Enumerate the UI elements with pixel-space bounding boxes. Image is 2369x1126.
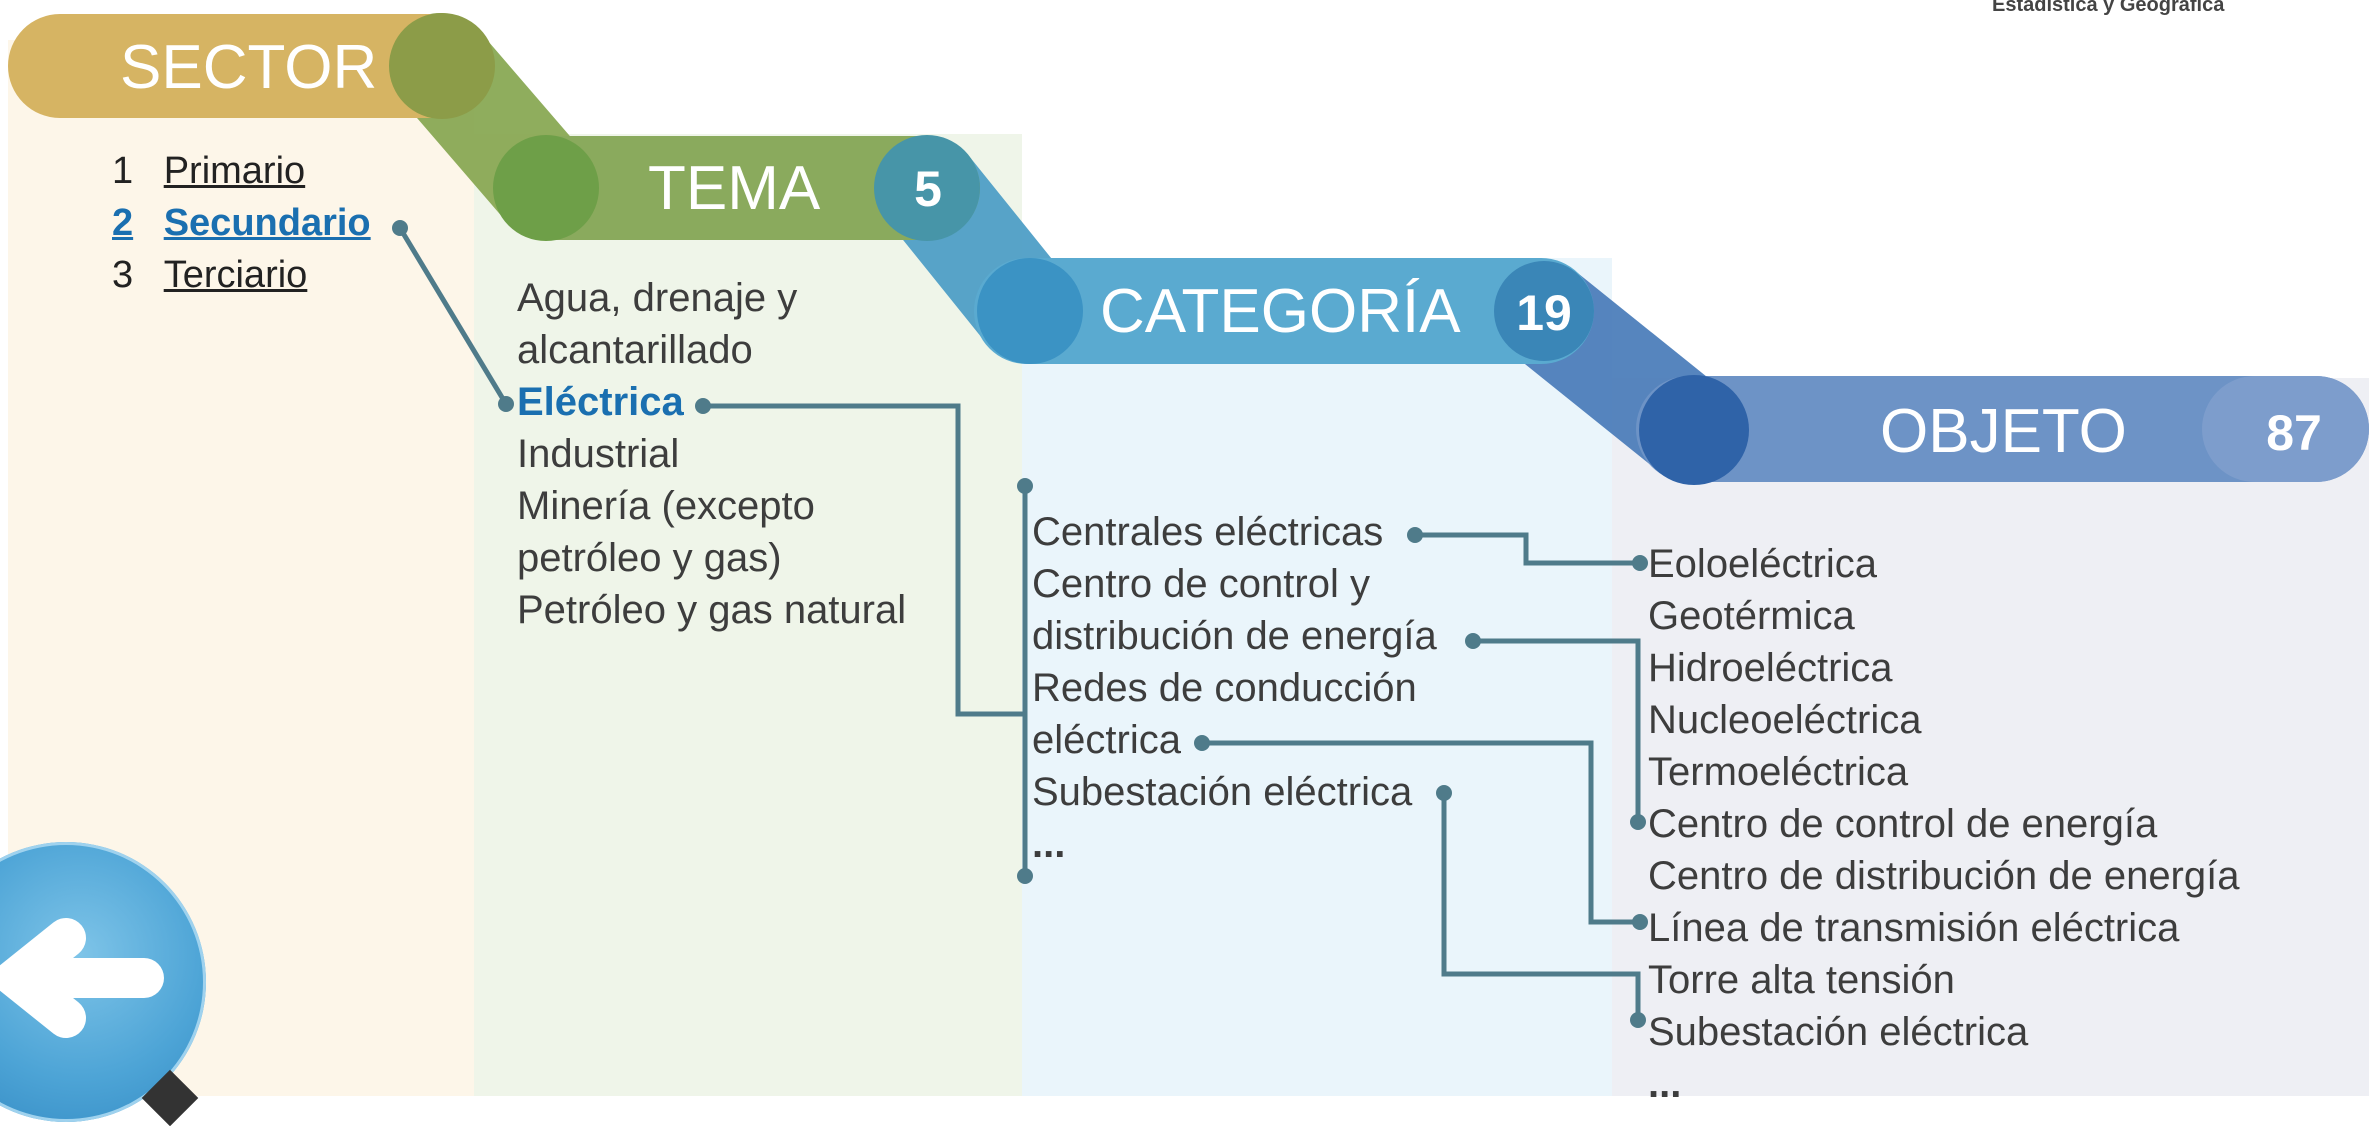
sector-item-num: 1 xyxy=(112,150,134,192)
categoria-item-more[interactable]: ... xyxy=(1032,822,1066,866)
categoria-list: Centrales eléctricas Centro de control y… xyxy=(1032,506,1437,870)
tema-item[interactable]: Industrial xyxy=(517,432,680,476)
objeto-header-label: OBJETO xyxy=(1880,397,2127,466)
objeto-item[interactable]: Eoloeléctrica xyxy=(1648,542,1878,586)
sector-header-label: SECTOR xyxy=(120,33,378,102)
categoria-item[interactable]: Centrales eléctricas xyxy=(1032,510,1384,554)
tema-item-selected[interactable]: Eléctrica xyxy=(517,380,684,424)
sector-item-label[interactable]: Secundario xyxy=(163,202,371,244)
categoria-count-badge: 19 xyxy=(1516,285,1572,341)
sector-item-num: 2 xyxy=(112,202,134,244)
tema-item[interactable]: Minería (excepto xyxy=(517,484,815,528)
tema-item[interactable]: petróleo y gas) xyxy=(517,536,782,580)
tema-item[interactable]: Agua, drenaje y xyxy=(517,276,798,320)
categoria-header-label: CATEGORÍA xyxy=(1100,277,1461,346)
objeto-list: Eoloeléctrica Geotérmica Hidroeléctrica … xyxy=(1648,538,2239,1110)
categoria-item[interactable]: Subestación eléctrica xyxy=(1032,770,1413,814)
categoria-item[interactable]: Redes de conducción xyxy=(1032,666,1417,710)
tema-list: Agua, drenaje y alcantarillado Eléctrica… xyxy=(517,272,906,636)
tema-item[interactable]: Petróleo y gas natural xyxy=(517,588,907,632)
objeto-item[interactable]: Hidroeléctrica xyxy=(1648,646,1893,690)
tema-count-badge: 5 xyxy=(914,161,942,217)
objeto-item[interactable]: Torre alta tensión xyxy=(1648,958,1955,1002)
objeto-item[interactable]: Centro de control de energía xyxy=(1648,802,2158,846)
tema-item[interactable]: alcantarillado xyxy=(517,328,753,372)
sector-item-num: 3 xyxy=(112,254,134,296)
arrow-left-icon xyxy=(0,918,164,1038)
objeto-item[interactable]: Nucleoeléctrica xyxy=(1648,698,1922,742)
sector-item-2[interactable]: 2 Secundario xyxy=(112,202,371,245)
objeto-item[interactable]: Centro de distribución de energía xyxy=(1648,854,2240,898)
tema-header-label: TEMA xyxy=(648,154,821,223)
sector-item-1[interactable]: 1 Primario xyxy=(112,150,305,193)
objeto-column-bg xyxy=(1612,378,2369,1096)
objeto-item[interactable]: Geotérmica xyxy=(1648,594,1855,638)
org-name: Estadística y Geográfica xyxy=(1992,0,2225,16)
categoria-item[interactable]: Centro de control y xyxy=(1032,562,1370,606)
sector-item-label[interactable]: Primario xyxy=(163,150,306,192)
sector-item-label[interactable]: Terciario xyxy=(163,254,308,296)
objeto-item[interactable]: Subestación eléctrica xyxy=(1648,1010,2029,1054)
objeto-item-more[interactable]: ... xyxy=(1648,1062,1682,1106)
objeto-item[interactable]: Termoeléctrica xyxy=(1648,750,1909,794)
sector-item-3[interactable]: 3 Terciario xyxy=(112,254,307,297)
categoria-item[interactable]: eléctrica xyxy=(1032,718,1181,762)
objeto-item[interactable]: Línea de transmisión eléctrica xyxy=(1648,906,2180,950)
objeto-count-badge: 87 xyxy=(2266,405,2322,461)
header-ribbons xyxy=(8,13,2369,485)
categoria-item[interactable]: distribución de energía xyxy=(1032,614,1437,658)
